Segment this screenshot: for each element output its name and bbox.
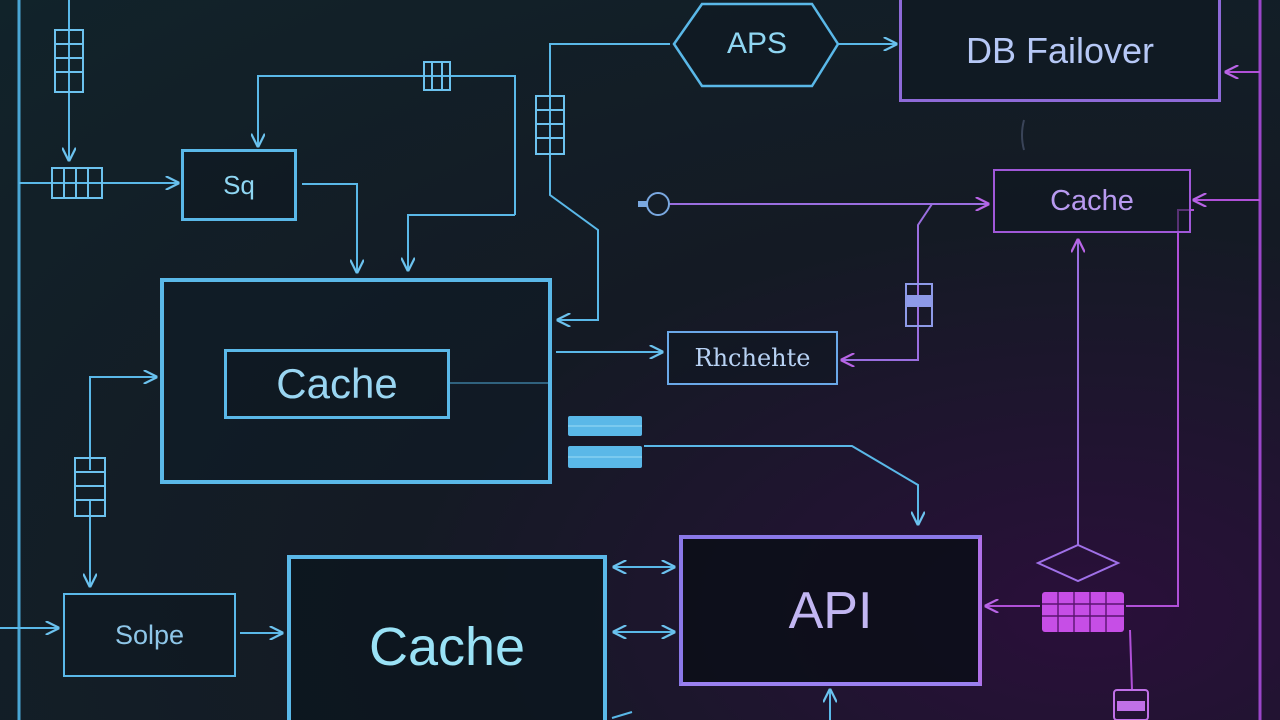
connector-keyboard-down (1129, 629, 1133, 691)
connector-stack-to-api (644, 445, 918, 524)
sq-label: Sq (223, 169, 255, 200)
sq-node[interactable]: Sq (181, 149, 297, 221)
connector-marker-icon (423, 61, 451, 91)
decision-diamond-icon (1035, 543, 1121, 583)
aps-node[interactable]: APS (690, 10, 824, 78)
api-node[interactable]: API (679, 535, 982, 686)
db-failover-label: DB Failover (965, 29, 1155, 71)
cache-main-label: Cache (276, 360, 398, 407)
connector-marker-icon (51, 167, 103, 199)
cache-bottom-node[interactable]: Cache (287, 555, 607, 720)
connector-cache-right-to-rh (842, 203, 933, 360)
connector-loop-to-cache (408, 214, 515, 270)
tick-mark-icon (1021, 119, 1025, 151)
violet-connectors (668, 204, 1078, 545)
start-node-icon (638, 192, 670, 216)
cache-main-node[interactable]: Cache (224, 349, 450, 419)
solpe-label: Solpe (114, 619, 185, 650)
connector-to-cache-right-loop (1177, 209, 1194, 385)
connector-sq-to-cache (302, 183, 357, 272)
connector-marker-icon (74, 457, 106, 517)
aps-hexagon[interactable] (672, 2, 840, 88)
rhchehte-node[interactable]: Rhchehte (667, 331, 838, 385)
connector-to-cache-left (89, 377, 156, 470)
aps-label: APS (726, 27, 788, 60)
solpe-node[interactable]: Solpe (63, 593, 236, 677)
cache-right-label: Cache (1050, 184, 1134, 217)
connector-loop-to-sq (258, 75, 516, 215)
keyboard-icon (1042, 592, 1124, 632)
connector-marker-icon (905, 283, 933, 327)
device-icon (1113, 689, 1149, 720)
connector-aps-to-cache (549, 43, 670, 320)
decorative-markers (51, 29, 1149, 720)
connector-marker-icon (54, 29, 84, 93)
api-label: API (788, 581, 873, 640)
rhchehte-label: Rhchehte (694, 344, 811, 372)
cache-right-node[interactable]: Cache (993, 169, 1191, 233)
db-failover-node[interactable]: DB Failover (899, 0, 1221, 102)
server-stack-icon (568, 416, 642, 468)
cache-bottom-label: Cache (368, 616, 526, 677)
connector-marker-icon (535, 95, 565, 155)
connector-bottom-left-curve (611, 711, 633, 719)
connector-to-keyboard (1126, 385, 1179, 607)
